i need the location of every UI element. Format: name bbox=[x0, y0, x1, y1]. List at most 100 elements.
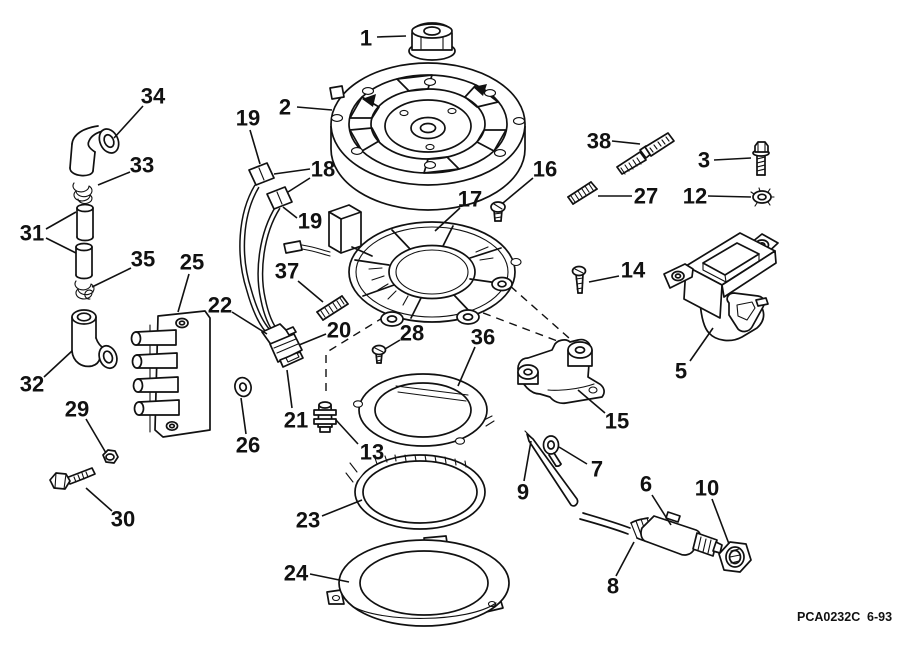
callout-9: 9 bbox=[517, 480, 529, 505]
leader-line-2 bbox=[296, 106, 333, 111]
callout-35: 35 bbox=[131, 247, 155, 272]
callout-25: 25 bbox=[180, 250, 204, 275]
callout-3: 3 bbox=[698, 148, 710, 173]
leader-line-7 bbox=[558, 446, 588, 465]
leader-line-8 bbox=[615, 541, 635, 577]
screw-28 bbox=[371, 344, 387, 364]
leader-line-32 bbox=[43, 350, 73, 378]
flywheel bbox=[329, 62, 526, 211]
diagram-code: PCA0232C bbox=[797, 610, 860, 624]
leader-line-10 bbox=[711, 498, 730, 545]
leader-line-9 bbox=[523, 440, 532, 482]
leader-line-28 bbox=[384, 339, 401, 350]
callout-14: 14 bbox=[621, 258, 646, 283]
flywheel-nut bbox=[408, 22, 456, 61]
leader-line-23 bbox=[321, 499, 363, 517]
assembly-dashed-lines bbox=[325, 276, 579, 397]
spring-lower bbox=[74, 280, 95, 300]
leader-line-36 bbox=[457, 346, 476, 387]
hex-bolt bbox=[49, 467, 96, 490]
callout-26: 26 bbox=[236, 433, 260, 458]
callout-5: 5 bbox=[675, 359, 687, 384]
callout-36: 36 bbox=[471, 325, 495, 350]
callout-31: 31 bbox=[20, 221, 44, 246]
callout-27: 27 bbox=[634, 184, 658, 209]
stator-plate bbox=[283, 204, 522, 327]
callout-21: 21 bbox=[284, 408, 308, 433]
callout-37: 37 bbox=[275, 259, 299, 284]
leader-line-22 bbox=[231, 311, 268, 335]
snap-ring bbox=[343, 454, 486, 530]
spring-27 bbox=[567, 181, 598, 205]
leader-line-17 bbox=[434, 207, 461, 232]
bolt-3 bbox=[752, 141, 770, 176]
leader-line-24 bbox=[309, 573, 350, 583]
leader-line-1 bbox=[376, 35, 407, 38]
callout-2: 2 bbox=[279, 95, 291, 120]
stator-lead-harness bbox=[239, 162, 304, 368]
leader-line-30 bbox=[85, 487, 113, 512]
callout-30: 30 bbox=[111, 507, 135, 532]
leader-line-33 bbox=[97, 171, 131, 186]
leader-line-16 bbox=[502, 177, 534, 204]
coil-bracket bbox=[130, 310, 211, 438]
anchor-clip bbox=[313, 401, 337, 433]
callout-1: 1 bbox=[360, 26, 372, 51]
washer bbox=[234, 376, 252, 398]
leader-line-31 bbox=[45, 237, 77, 254]
leader-line-29 bbox=[85, 418, 107, 454]
leader-line-18 bbox=[287, 177, 311, 193]
callout-24: 24 bbox=[284, 561, 309, 586]
ignition-coil bbox=[663, 232, 779, 342]
callout-10: 10 bbox=[695, 476, 719, 501]
leader-line-3 bbox=[713, 157, 752, 161]
idle-spring bbox=[316, 295, 349, 321]
lock-washer bbox=[750, 187, 775, 207]
sensor-nut bbox=[718, 541, 752, 573]
callout-18: 18 bbox=[311, 157, 335, 182]
spark-boot-lower bbox=[71, 309, 118, 370]
leader-line-26 bbox=[240, 397, 247, 435]
callout-19: 19 bbox=[236, 106, 260, 131]
ground-wire bbox=[524, 430, 579, 507]
leader-line-21 bbox=[286, 369, 293, 409]
callout-6: 6 bbox=[640, 472, 652, 497]
callout-33: 33 bbox=[130, 153, 154, 178]
mount-bracket bbox=[517, 338, 605, 405]
leader-line-37 bbox=[297, 280, 324, 303]
callout-22: 22 bbox=[208, 293, 232, 318]
callout-12: 12 bbox=[683, 184, 707, 209]
callout-20: 20 bbox=[327, 318, 351, 343]
spring-upper bbox=[72, 182, 93, 205]
stud bbox=[616, 132, 675, 175]
callout-23: 23 bbox=[296, 508, 320, 533]
leader-line-12 bbox=[707, 195, 752, 198]
screw-16 bbox=[490, 201, 506, 222]
leader-line-5 bbox=[689, 327, 714, 362]
leader-line-25 bbox=[177, 273, 190, 313]
ring-terminal bbox=[542, 435, 562, 467]
connector-housing bbox=[269, 333, 303, 363]
leader-line-38 bbox=[611, 140, 641, 145]
leader-line-19 bbox=[282, 206, 298, 219]
leader-line-6 bbox=[651, 494, 672, 526]
callout-32: 32 bbox=[20, 372, 44, 397]
leader-line-35 bbox=[91, 267, 132, 288]
leader-line-14 bbox=[588, 275, 620, 283]
callout-13: 13 bbox=[360, 440, 384, 465]
leader-line-20 bbox=[298, 333, 327, 346]
callout-29: 29 bbox=[65, 397, 89, 422]
diagram-date: 6-93 bbox=[867, 610, 892, 624]
callout-16: 16 bbox=[533, 157, 557, 182]
leader-line-34 bbox=[113, 105, 144, 139]
callout-7: 7 bbox=[591, 457, 603, 482]
leader-line-15 bbox=[577, 389, 606, 414]
callout-38: 38 bbox=[587, 129, 611, 154]
sensor-cable-assembly bbox=[579, 511, 723, 557]
callout-8: 8 bbox=[607, 574, 619, 599]
screw-14 bbox=[571, 265, 587, 294]
spark-boot-upper bbox=[69, 125, 120, 177]
